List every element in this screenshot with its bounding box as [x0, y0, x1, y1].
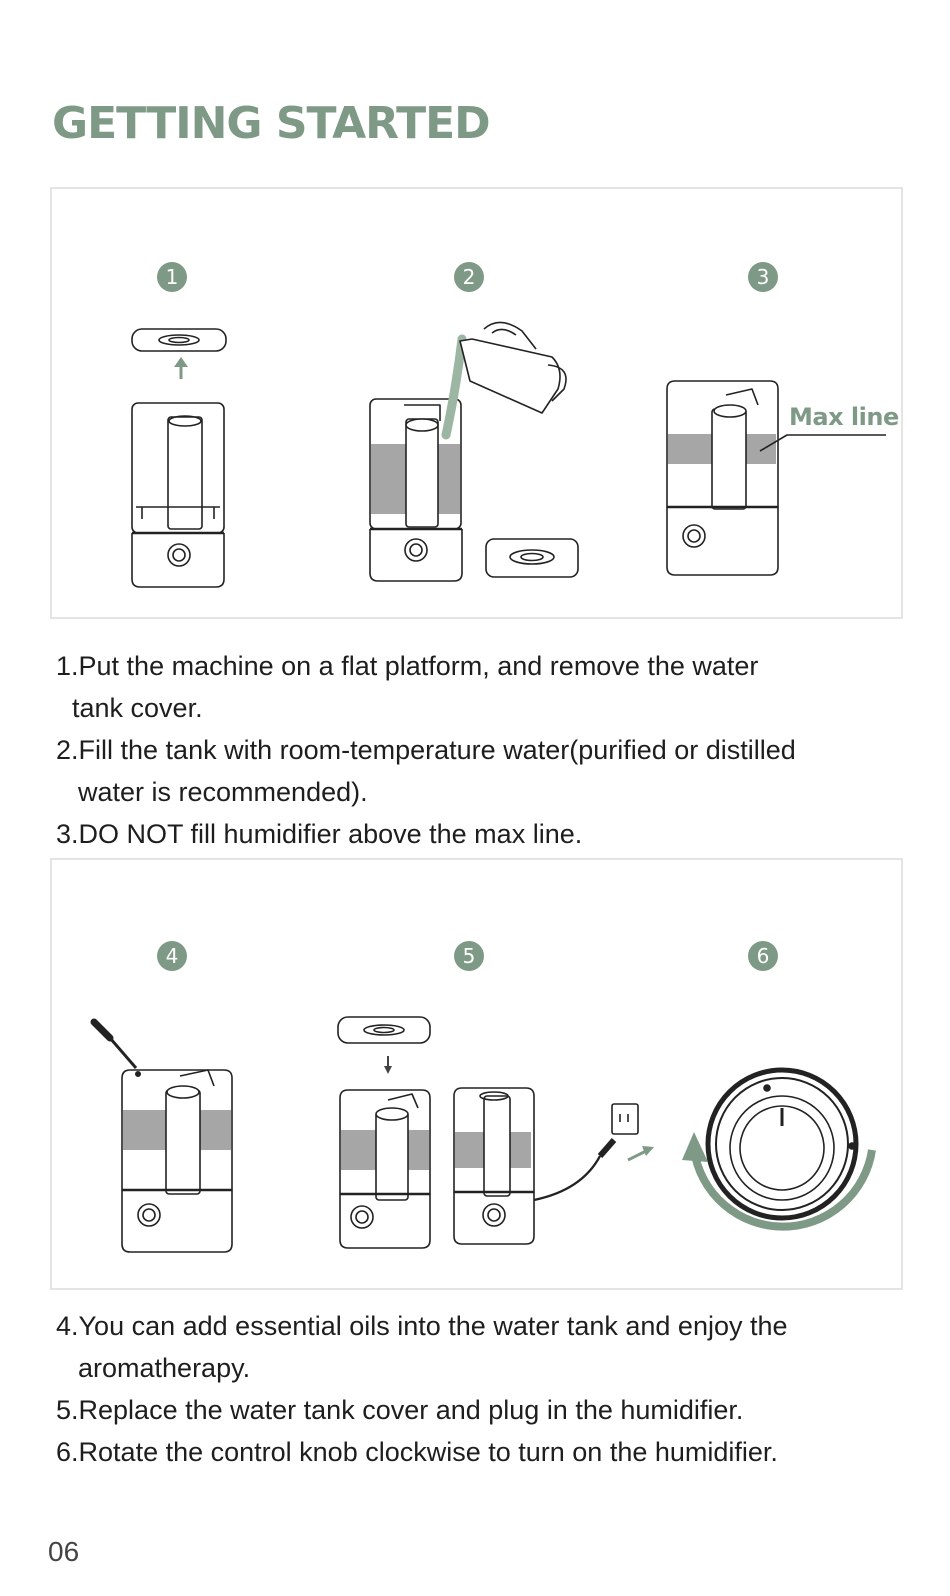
humidifier-adding-oil: [121, 1069, 233, 1253]
step-item-4: 4.You can add essential oils into the wa…: [56, 1311, 788, 1383]
power-cord-plug-icon: [533, 1103, 654, 1202]
humidifier-max-line: [666, 380, 886, 576]
humidifier-cover-lifted: [131, 328, 227, 352]
arrow-down-icon: [384, 1056, 392, 1074]
illustration-steps-4-6: [90, 1016, 876, 1253]
step-badge-6: 6: [748, 941, 778, 971]
step-item-2: 2.Fill the tank with room-temperature wa…: [56, 735, 796, 807]
essential-oil-dropper-icon: [90, 1018, 142, 1078]
step-badge-2: 2: [454, 262, 484, 292]
humidifier-open-tank: [131, 402, 225, 588]
step-badge-4: 4: [157, 941, 187, 971]
page-number: 06: [48, 1536, 80, 1567]
step-item-3: 3.DO NOT fill humidifier above the max l…: [56, 819, 583, 849]
step-badge-3: 3: [748, 262, 778, 292]
tank-cover-replacing: [337, 1016, 431, 1044]
humidifier-with-cover: [339, 1089, 431, 1249]
rotate-clockwise-arrow-icon: [682, 1132, 876, 1231]
humidifier-plugged-in: [453, 1087, 535, 1245]
step-item-1: 1.Put the machine on a flat platform, an…: [56, 651, 759, 723]
arrow-up-icon: [174, 357, 188, 379]
step-badge-5: 5: [454, 941, 484, 971]
illustration-steps-1-3: [131, 321, 886, 588]
illustration-panel-steps-1-3: 1 2 3 Max line: [50, 187, 903, 619]
water-pitcher-icon: [441, 321, 567, 440]
removed-tank-cover: [485, 538, 579, 578]
max-line-label: Max line: [789, 403, 899, 431]
step-item-5: 5.Replace the water tank cover and plug …: [56, 1395, 744, 1425]
humidifier-filling-tank: [369, 398, 463, 582]
page-title: GETTING STARTED: [52, 98, 491, 149]
steps-list-1-3: 1.Put the machine on a flat platform, an…: [56, 645, 936, 855]
steps-list-4-6: 4.You can add essential oils into the wa…: [56, 1305, 936, 1473]
illustration-panel-steps-4-6: 4 5 6: [50, 858, 903, 1290]
step-badge-1: 1: [157, 262, 187, 292]
step-item-6: 6.Rotate the control knob clockwise to t…: [56, 1437, 778, 1467]
control-knob-icon: [705, 1067, 859, 1221]
